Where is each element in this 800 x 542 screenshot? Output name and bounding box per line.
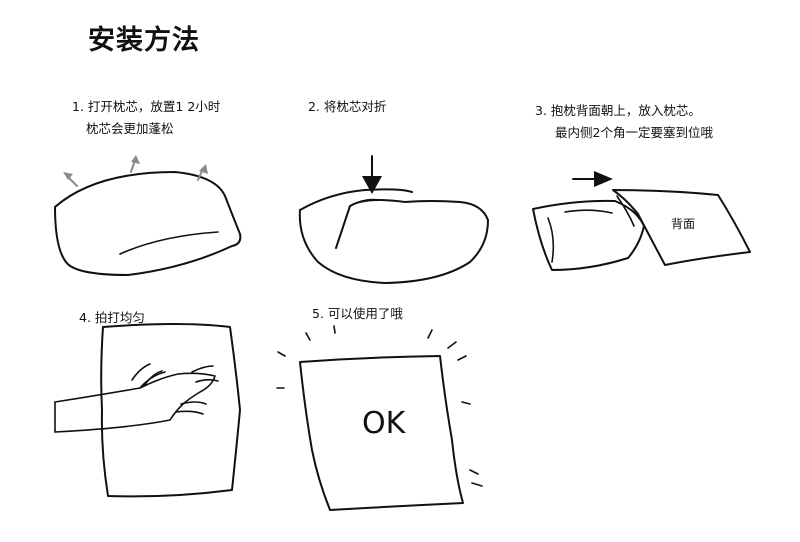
step4-line1: 4. 拍打均匀	[79, 310, 145, 325]
step1-line2: 枕芯会更加蓬松	[86, 121, 174, 136]
step1-line1: 1. 打开枕芯，放置1 2小时	[72, 99, 221, 114]
step1-pillow-illustration	[54, 155, 242, 276]
step4-patting-illustration	[54, 323, 241, 498]
step5-line1: 5. 可以使用了哦	[312, 306, 403, 321]
step1-caption: 1. 打开枕芯，放置1 2小时 枕芯会更加蓬松	[72, 96, 220, 140]
step2-fold-illustration	[298, 155, 489, 284]
step3-insert-illustration: 背面	[532, 171, 751, 271]
step4-caption: 4. 拍打均匀	[79, 307, 145, 329]
step2-caption: 2. 将枕芯对折	[308, 96, 386, 118]
step3-line1: 3. 抱枕背面朝上，放入枕芯。	[535, 103, 701, 118]
step3-caption: 3. 抱枕背面朝上，放入枕芯。 最内侧2个角一定要塞到位哦	[535, 100, 713, 144]
step5-ok-illustration: OK	[276, 325, 483, 511]
step5-caption: 5. 可以使用了哦	[312, 303, 403, 325]
page-title: 安装方法	[88, 25, 200, 56]
back-side-label: 背面	[671, 217, 695, 231]
ok-label: OK	[362, 406, 407, 441]
step2-line1: 2. 将枕芯对折	[308, 99, 387, 114]
step3-line2: 最内侧2个角一定要塞到位哦	[555, 125, 713, 140]
